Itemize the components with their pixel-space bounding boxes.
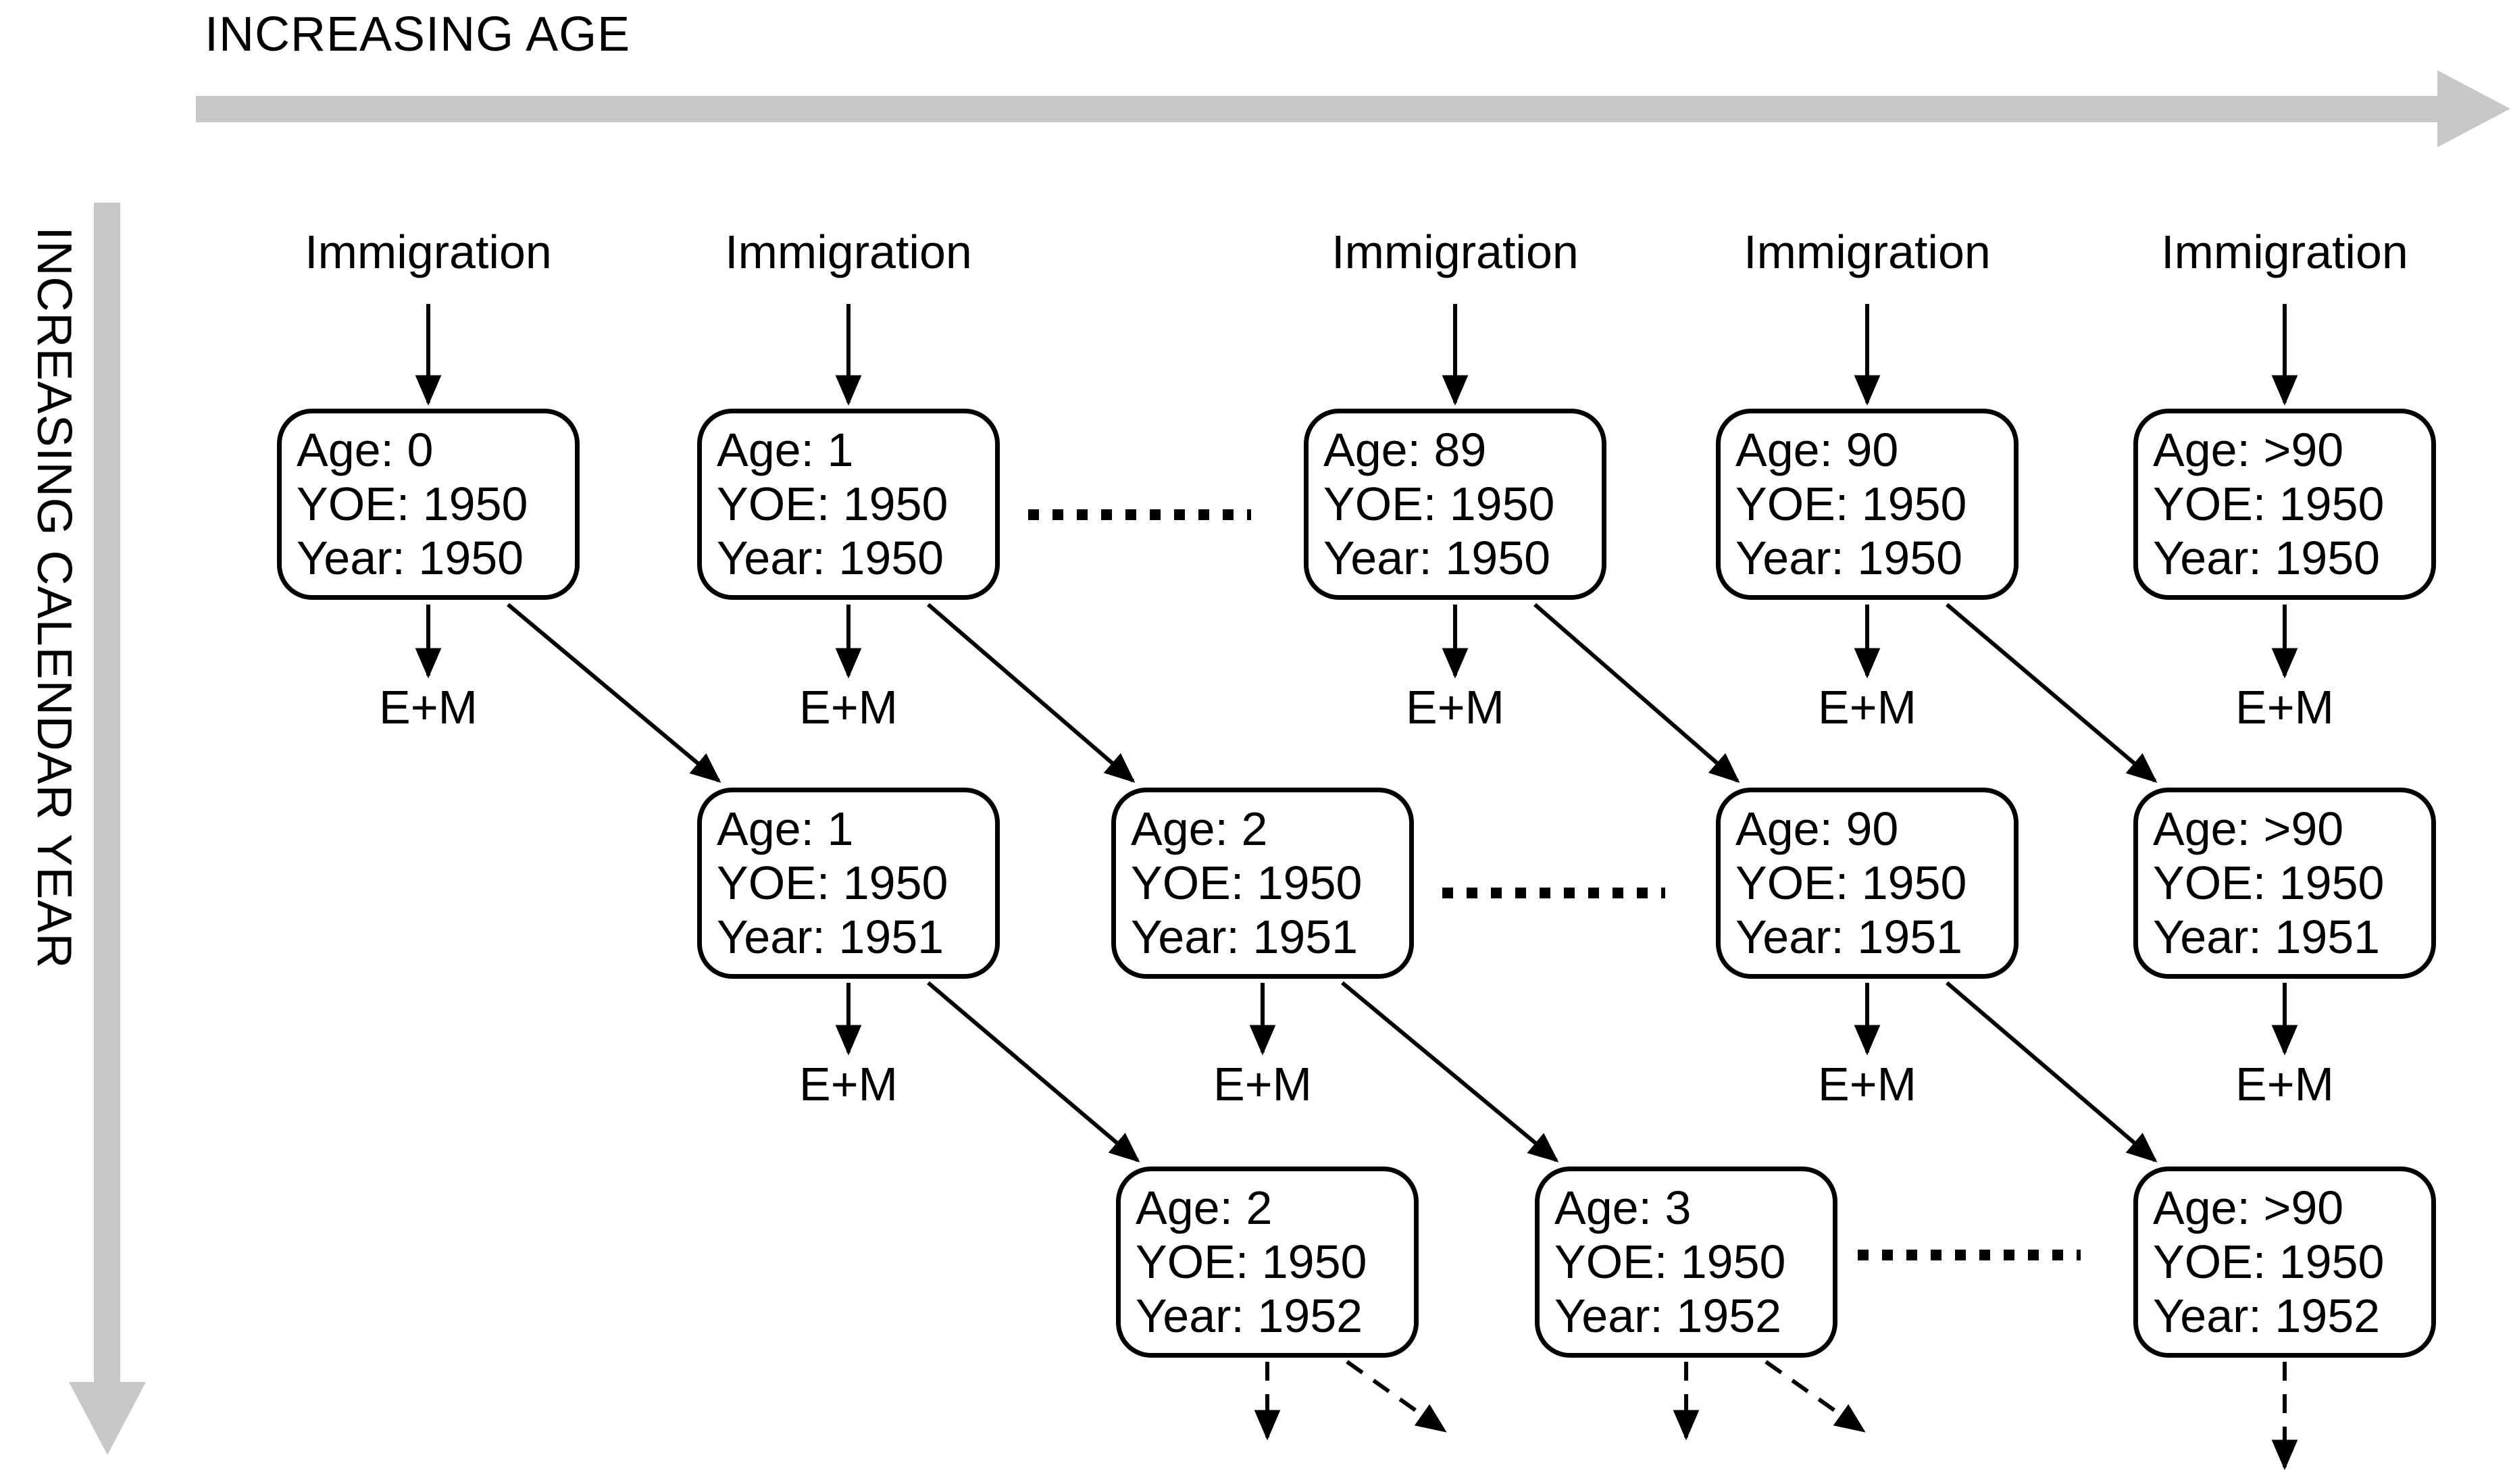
box-r1-age-1: Age: 1 YOE: 1950 Year: 1950 (697, 409, 1000, 600)
yoe-line: YOE: 1950 (2153, 856, 2385, 909)
immigration-label: Immigration (1744, 226, 1991, 278)
age-line: Age: 1 (717, 424, 854, 476)
age-line: Age: >90 (2153, 802, 2344, 855)
em-label: E+M (799, 681, 898, 734)
yoe-line: YOE: 1950 (1554, 1235, 1786, 1288)
yoe-line: YOE: 1950 (717, 478, 948, 530)
em-label: E+M (1213, 1058, 1312, 1110)
yoe-line: YOE: 1950 (1136, 1235, 1367, 1288)
continuation-aging-arrow (1346, 1360, 1447, 1433)
year-line: Year: 1950 (1323, 532, 1551, 584)
box-r1-age-89: Age: 89 YOE: 1950 Year: 1950 (1304, 409, 1606, 600)
aging-arrow (1946, 981, 2158, 1162)
box-r3-age-2: Age: 2 YOE: 1950 Year: 1952 (1116, 1167, 1419, 1358)
em-label: E+M (799, 1058, 898, 1110)
year-line: Year: 1950 (297, 532, 524, 584)
age-line: Age: 1 (717, 802, 854, 855)
yoe-line: YOE: 1950 (1131, 856, 1363, 909)
aging-arrow (1946, 603, 2158, 783)
age-axis-title: INCREASING AGE (205, 7, 631, 61)
yoe-line: YOE: 1950 (717, 856, 948, 909)
year-line: Year: 1950 (717, 532, 944, 584)
year-line: Year: 1952 (1554, 1289, 1782, 1342)
yoe-line: YOE: 1950 (1735, 478, 1967, 530)
aging-arrow (1533, 603, 1740, 783)
year-line: Year: 1950 (2153, 532, 2381, 584)
age-line: Age: 3 (1554, 1181, 1692, 1234)
year-line: Year: 1951 (2153, 911, 2381, 963)
continuation-aging-arrow (1765, 1360, 1866, 1433)
year-line: Year: 1952 (2153, 1289, 2381, 1342)
box-r2-age-gt90: Age: >90 YOE: 1950 Year: 1951 (2133, 788, 2436, 979)
age-axis-arrow (196, 70, 2510, 147)
box-r1-age-90: Age: 90 YOE: 1950 Year: 1950 (1716, 409, 2019, 600)
age-line: Age: >90 (2153, 1181, 2344, 1234)
box-r3-age-gt90: Age: >90 YOE: 1950 Year: 1952 (2133, 1167, 2436, 1358)
aging-arrow (507, 603, 721, 783)
box-r1-age-0: Age: 0 YOE: 1950 Year: 1950 (277, 409, 580, 600)
immigration-label: Immigration (725, 226, 972, 278)
year-line: Year: 1950 (1735, 532, 1963, 584)
aging-arrow (927, 981, 1140, 1162)
year-line: Year: 1951 (1131, 911, 1359, 963)
calendar-year-axis-title: INCREASING CALENDAR YEAR (27, 226, 81, 969)
year-line: Year: 1952 (1136, 1289, 1363, 1342)
em-label: E+M (2235, 1058, 2334, 1110)
box-r3-age-3: Age: 3 YOE: 1950 Year: 1952 (1535, 1167, 1837, 1358)
age-line: Age: 90 (1735, 802, 1899, 855)
box-r2-age-2: Age: 2 YOE: 1950 Year: 1951 (1111, 788, 1414, 979)
box-r2-age-90: Age: 90 YOE: 1950 Year: 1951 (1716, 788, 2019, 979)
em-label: E+M (1818, 681, 1917, 734)
box-r2-age-1: Age: 1 YOE: 1950 Year: 1951 (697, 788, 1000, 979)
immigration-label: Immigration (305, 226, 552, 278)
yoe-line: YOE: 1950 (1735, 856, 1967, 909)
age-line: Age: 2 (1131, 802, 1268, 855)
immigration-label: Immigration (2161, 226, 2408, 278)
age-line: Age: >90 (2153, 424, 2344, 476)
immigration-label: Immigration (1331, 226, 1579, 278)
aging-arrow (927, 603, 1136, 783)
yoe-line: YOE: 1950 (1323, 478, 1555, 530)
em-label: E+M (2235, 681, 2334, 734)
yoe-line: YOE: 1950 (2153, 1235, 2385, 1288)
age-line: Age: 90 (1735, 424, 1899, 476)
age-line: Age: 2 (1136, 1181, 1273, 1234)
em-label: E+M (379, 681, 478, 734)
em-label: E+M (1818, 1058, 1917, 1110)
box-r1-age-gt90: Age: >90 YOE: 1950 Year: 1950 (2133, 409, 2436, 600)
yoe-line: YOE: 1950 (2153, 478, 2385, 530)
year-line: Year: 1951 (1735, 911, 1963, 963)
age-line: Age: 0 (297, 424, 434, 476)
aging-arrow (1341, 981, 1559, 1162)
em-label: E+M (1406, 681, 1504, 734)
age-line: Age: 89 (1323, 424, 1487, 476)
yoe-line: YOE: 1950 (297, 478, 528, 530)
year-line: Year: 1951 (717, 911, 944, 963)
